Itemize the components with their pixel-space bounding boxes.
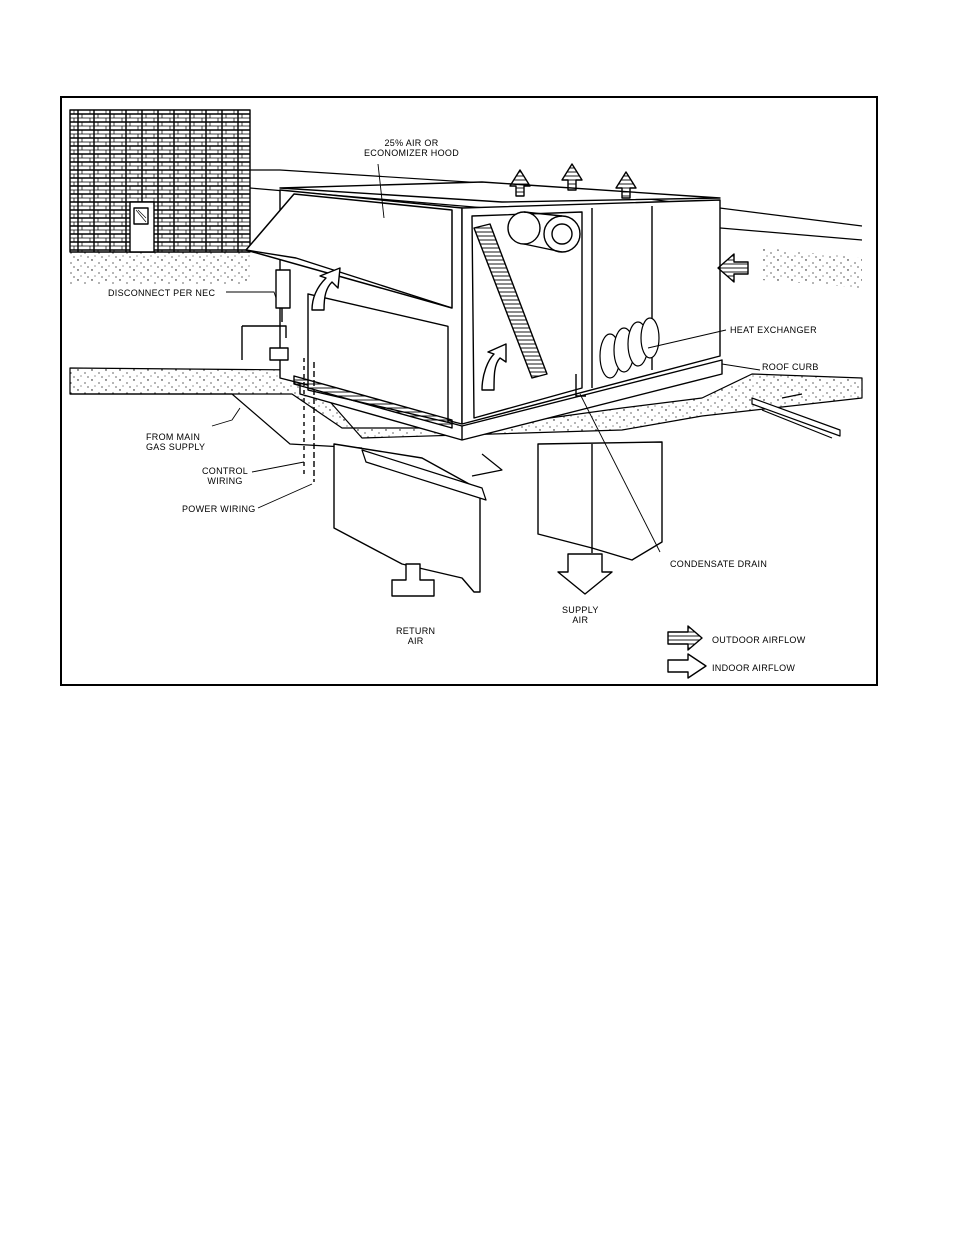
- legend-swatches: [667, 625, 707, 679]
- supply-duct: [537, 441, 663, 561]
- rooftop-unit-drawing: [69, 109, 863, 679]
- outdoor-airflow-arrows: [509, 163, 749, 283]
- roof-surface-upper: [70, 252, 250, 284]
- legend-outdoor-swatch: [667, 625, 703, 651]
- leader-lines: [211, 163, 761, 553]
- condensate-drain-label: CONDENSATE DRAIN: [670, 559, 768, 569]
- supply-air-label: SUPPLY AIR: [562, 605, 599, 625]
- indoor-airflow-arrows: [311, 267, 613, 597]
- hood-label: 25% AIR OR ECONOMIZER HOOD: [364, 138, 460, 158]
- roof-joists: [361, 393, 841, 501]
- gas-supply-label: FROM MAIN GAS SUPPLY: [146, 432, 206, 452]
- brick-wall: [69, 109, 251, 253]
- supply-air-arrow: [557, 553, 613, 595]
- control-wiring-label: CONTROL WIRING: [202, 466, 249, 486]
- return-air-arrow: [391, 563, 435, 597]
- heat-exchanger: [599, 317, 660, 379]
- disconnect-label: DISCONNECT PER NEC: [108, 288, 216, 298]
- disconnect-box: [241, 269, 291, 361]
- legend-outdoor-label: OUTDOOR AIRFLOW: [712, 635, 806, 645]
- unit-installation-figure: 25% AIR OR ECONOMIZER HOOD DISCONNECT PE…: [60, 96, 878, 686]
- power-wiring-label: POWER WIRING: [182, 504, 256, 514]
- unit-cutaway: [471, 211, 583, 419]
- roof-curb-label: ROOF CURB: [762, 362, 819, 372]
- return-air-label: RETURN AIR: [396, 626, 436, 646]
- economizer-hood: [245, 193, 453, 309]
- legend-indoor-swatch: [667, 653, 707, 679]
- heat-exchanger-label: HEAT EXCHANGER: [730, 325, 817, 335]
- legend-indoor-label: INDOOR AIRFLOW: [712, 663, 796, 673]
- condensate-drain: [575, 374, 586, 397]
- roof-surface-right: [762, 248, 862, 288]
- roof-deck: [69, 367, 863, 439]
